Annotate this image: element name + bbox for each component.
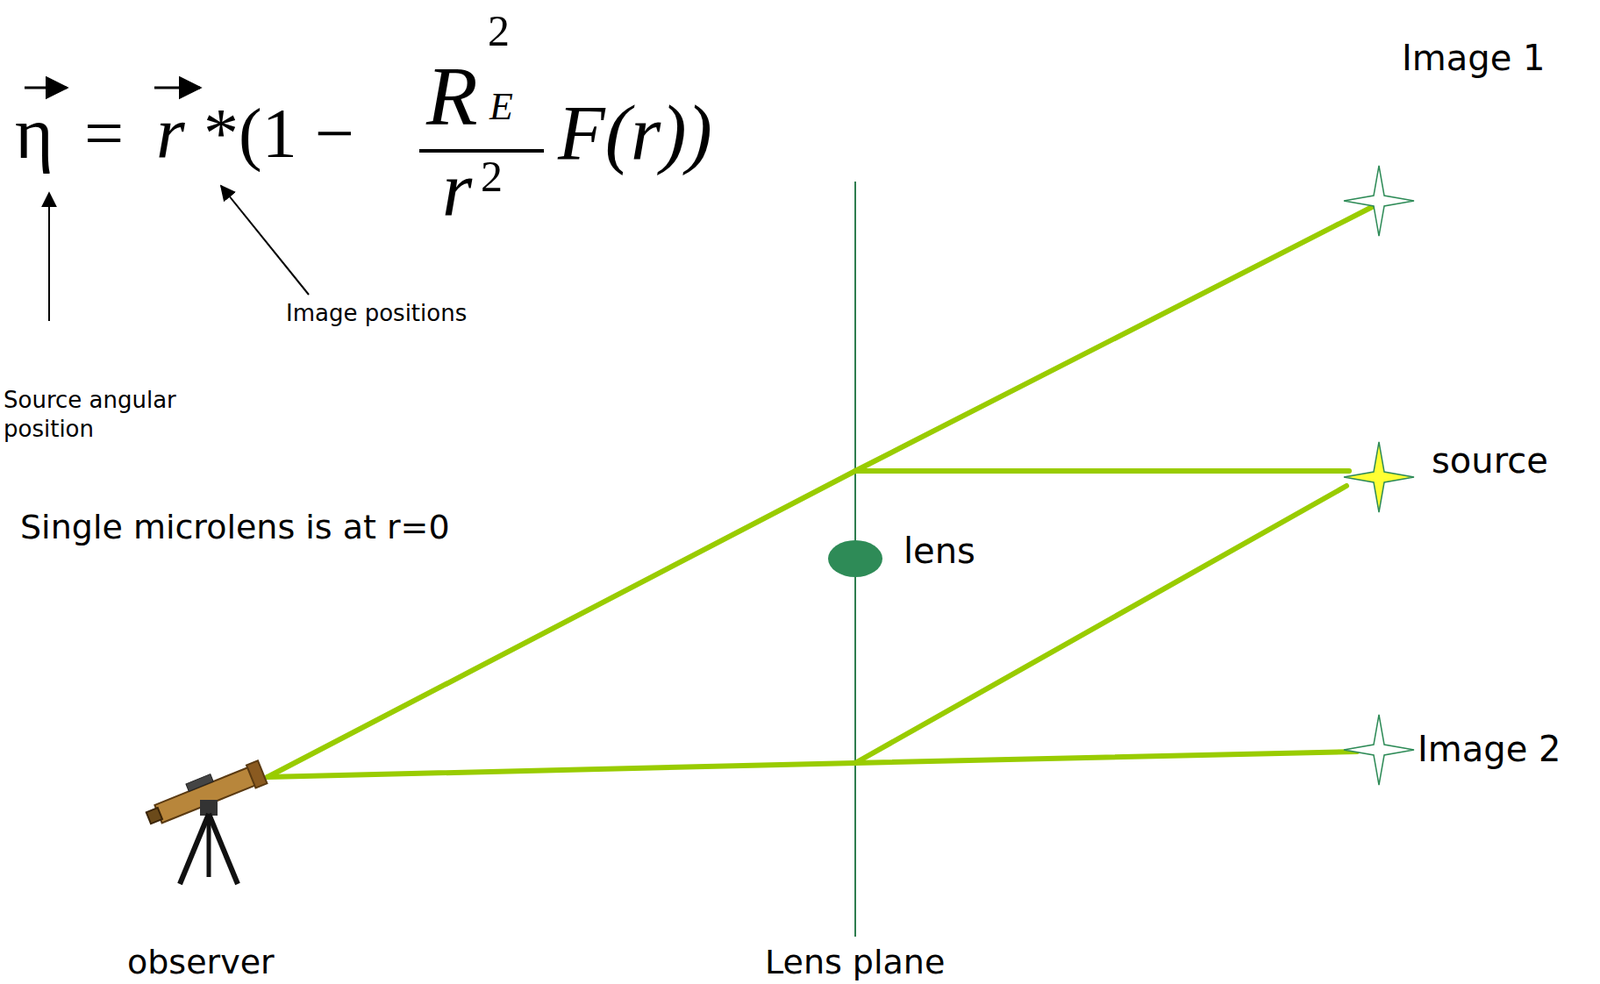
- annotation-label: Source angular position: [3, 385, 234, 443]
- image-label: Image 1: [1401, 40, 1545, 76]
- image-label: Image 2: [1417, 731, 1561, 767]
- fraction-bar: [419, 149, 544, 153]
- vector-arrow: [24, 86, 67, 90]
- pointer-arrow: [48, 192, 50, 322]
- ray: [267, 751, 1358, 778]
- lens-mass: [828, 540, 883, 578]
- pointer-arrow: [221, 185, 309, 295]
- formula-symbol: R: [426, 54, 479, 139]
- formula-symbol: *(1 −: [203, 98, 355, 169]
- formula-symbol: r: [156, 96, 186, 171]
- note-label: Single microlens is at r=0: [20, 510, 450, 544]
- lens-label: lens: [903, 533, 976, 569]
- source-label: source: [1431, 442, 1549, 479]
- observer-label: observer: [127, 945, 275, 979]
- formula-symbol: η: [14, 96, 54, 171]
- axis-label: Lens plane: [764, 945, 945, 979]
- ray: [267, 204, 1378, 778]
- formula-symbol: =: [84, 98, 124, 169]
- telescope-icon: [142, 756, 268, 885]
- light-rays: [267, 204, 1378, 778]
- formula-subscript: E: [489, 87, 514, 127]
- formula-exponent: 2: [487, 8, 510, 53]
- formula-symbol: r: [442, 150, 472, 229]
- vector-arrow: [154, 86, 200, 90]
- ray: [855, 468, 1350, 474]
- source-star: [1343, 442, 1415, 513]
- image-star: [1343, 165, 1415, 236]
- image-star: [1343, 714, 1415, 786]
- formula-exponent: 2: [480, 154, 503, 199]
- formula-symbol: F(r)): [557, 94, 713, 172]
- ray: [855, 485, 1347, 764]
- annotation-label: Image positions: [285, 301, 467, 325]
